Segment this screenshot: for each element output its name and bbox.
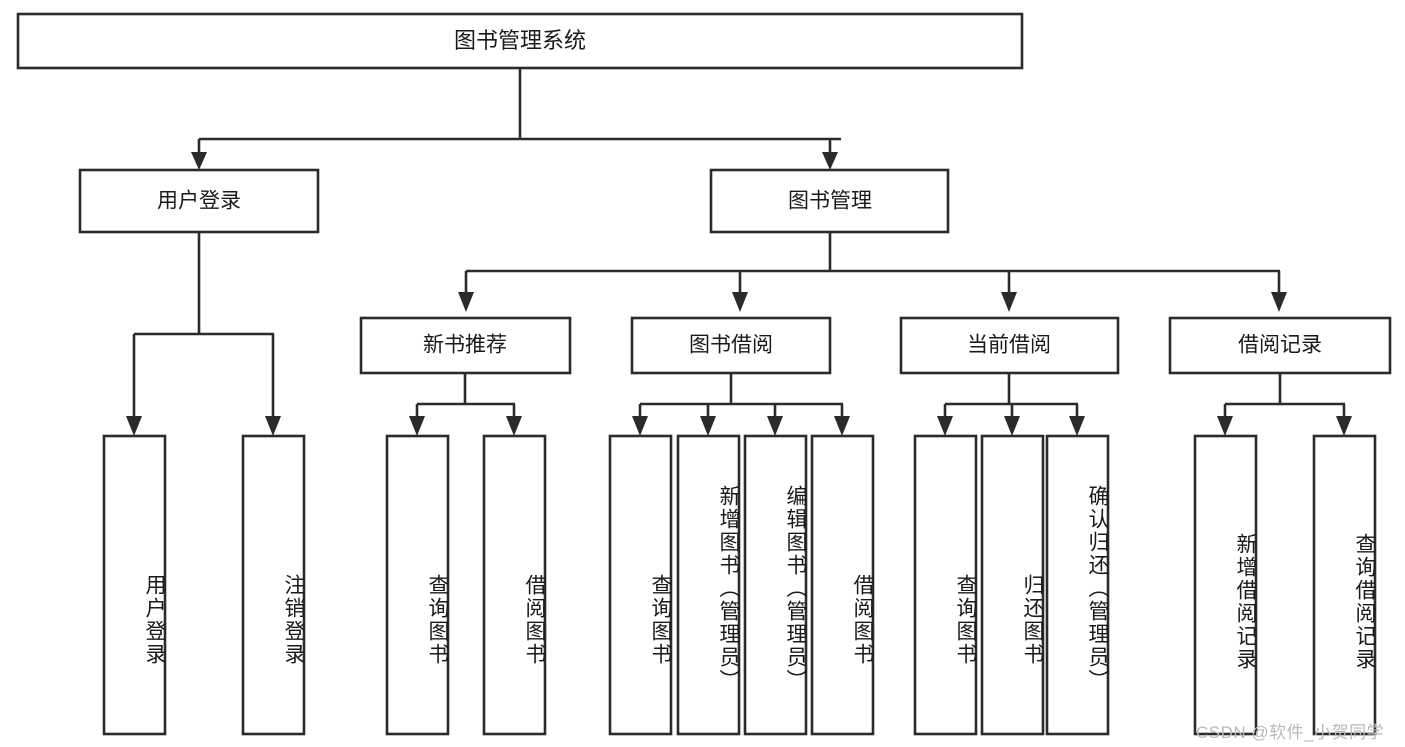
leaf-label-query-book-recommend: 查询图书 bbox=[426, 573, 449, 666]
connector-new-book-recommend-to-leaves bbox=[409, 373, 522, 436]
node-new-book-recommend-box[interactable] bbox=[359, 316, 572, 375]
leaf-label-user-login: 用户登录 bbox=[143, 573, 166, 666]
leaf-label-query-borrow-record: 查询借阅记录 bbox=[1353, 533, 1376, 671]
arrow-head-icon bbox=[1336, 416, 1352, 436]
csdn-watermark: CSDN @软件_小贺同学 bbox=[1196, 723, 1385, 742]
node-user-login-label: 用户登录 bbox=[157, 190, 241, 213]
leaf-box-confirm-return-admin[interactable] bbox=[1045, 434, 1110, 736]
arrow-head-icon bbox=[1069, 416, 1085, 436]
leaf-box-add-book-admin[interactable] bbox=[676, 434, 741, 736]
connector-current-borrow-to-leaves bbox=[937, 373, 1085, 436]
arrow-head-icon bbox=[632, 416, 648, 436]
leaf-label-add-book-admin: 新增图书（管理员） bbox=[717, 485, 740, 692]
node-root-box[interactable] bbox=[16, 12, 1024, 70]
leaf-label-query-book-current: 查询图书 bbox=[954, 573, 977, 666]
leaf-label-borrow-book-recommend: 借阅图书 bbox=[523, 573, 546, 666]
leaf-label-borrow-book: 借阅图书 bbox=[851, 573, 874, 666]
leaf-box-user-login[interactable] bbox=[102, 434, 167, 736]
node-book-borrow-label: 图书借阅 bbox=[689, 334, 773, 357]
node-root[interactable]: 图书管理系统 bbox=[16, 12, 1024, 70]
arrow-head-icon bbox=[506, 416, 522, 436]
leaf-label-query-book-borrow: 查询图书 bbox=[649, 573, 672, 666]
node-borrow-record-box[interactable] bbox=[1168, 316, 1392, 375]
arrow-head-icon bbox=[822, 152, 838, 170]
connector-user-login-to-leaves bbox=[126, 232, 281, 436]
arrow-head-icon bbox=[1004, 416, 1020, 436]
leaf-box-logout[interactable] bbox=[241, 434, 306, 736]
leaf-box-query-book-borrow[interactable] bbox=[608, 434, 673, 736]
node-current-borrow[interactable]: 当前借阅 bbox=[899, 316, 1120, 375]
node-borrow-record-label: 借阅记录 bbox=[1238, 334, 1322, 357]
connector-book-management-to-level3 bbox=[458, 232, 1287, 312]
leaf-box-edit-book-admin[interactable] bbox=[743, 434, 808, 736]
connector-book-borrow-to-leaves bbox=[632, 373, 850, 436]
node-book-management[interactable]: 图书管理 bbox=[709, 168, 950, 234]
arrow-head-icon bbox=[458, 292, 474, 312]
leaf-label-logout: 注销登录 bbox=[282, 573, 305, 666]
leaf-box-return-book[interactable] bbox=[980, 434, 1045, 736]
node-root-label: 图书管理系统 bbox=[454, 28, 586, 53]
node-current-borrow-label: 当前借阅 bbox=[967, 334, 1051, 357]
leaf-label-confirm-return-admin: 确认归还（管理员） bbox=[1086, 485, 1109, 692]
leaf-box-borrow-book[interactable] bbox=[810, 434, 875, 736]
node-book-management-box[interactable] bbox=[709, 168, 950, 234]
arrow-head-icon bbox=[767, 416, 783, 436]
arrow-head-icon bbox=[1001, 292, 1017, 312]
connector-root-to-level2 bbox=[191, 68, 841, 170]
leaf-box-query-borrow-record[interactable] bbox=[1312, 434, 1377, 736]
arrow-head-icon bbox=[937, 416, 953, 436]
node-new-book-recommend[interactable]: 新书推荐 bbox=[359, 316, 572, 375]
arrow-head-icon bbox=[700, 416, 716, 436]
leaf-box-query-book-recommend[interactable] bbox=[385, 434, 450, 736]
arrow-head-icon bbox=[126, 416, 142, 436]
leaf-label-return-book: 归还图书 bbox=[1021, 573, 1044, 666]
arrow-head-icon bbox=[732, 292, 748, 312]
leaf-box-borrow-book-recommend[interactable] bbox=[482, 434, 547, 736]
node-book-borrow-box[interactable] bbox=[630, 316, 832, 375]
arrow-head-icon bbox=[265, 416, 281, 436]
connector-borrow-record-to-leaves bbox=[1217, 373, 1352, 436]
node-book-management-label: 图书管理 bbox=[788, 190, 872, 213]
leaf-label-edit-book-admin: 编辑图书（管理员） bbox=[784, 485, 807, 692]
leaf-box-add-borrow-record[interactable] bbox=[1193, 434, 1258, 736]
arrow-head-icon bbox=[1271, 292, 1287, 312]
arrow-head-icon bbox=[834, 416, 850, 436]
leaf-label-add-borrow-record: 新增借阅记录 bbox=[1234, 533, 1257, 671]
arrow-head-icon bbox=[191, 152, 207, 170]
arrow-head-icon bbox=[409, 416, 425, 436]
node-book-borrow[interactable]: 图书借阅 bbox=[630, 316, 832, 375]
arrow-head-icon bbox=[1217, 416, 1233, 436]
node-user-login[interactable]: 用户登录 bbox=[78, 168, 320, 234]
node-new-book-recommend-label: 新书推荐 bbox=[423, 334, 507, 357]
node-borrow-record[interactable]: 借阅记录 bbox=[1168, 316, 1392, 375]
leaf-box-query-book-current[interactable] bbox=[913, 434, 978, 736]
